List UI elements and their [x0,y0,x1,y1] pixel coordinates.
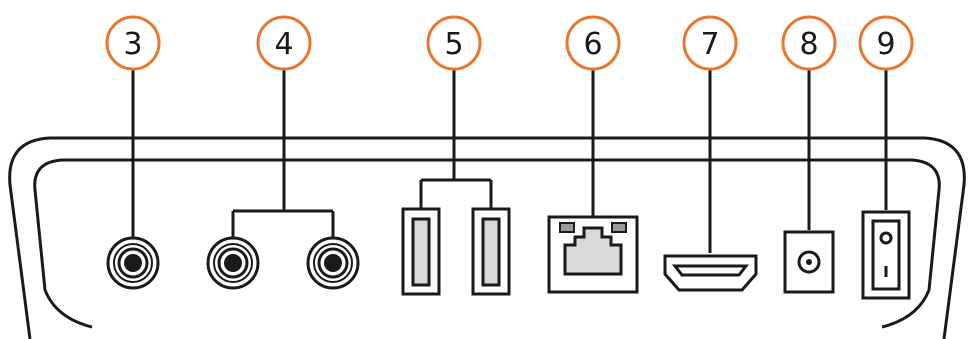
callout-label-8: 8 [799,27,818,62]
leader-line-5 [419,70,493,208]
av-jack-icon [106,236,160,290]
callout-9: 9 [858,15,914,71]
callout-label-7: 7 [700,27,719,62]
callout-label-3: 3 [123,27,142,62]
callout-label-5: 5 [444,27,463,62]
leader-line-4 [231,70,335,240]
callout-4: 4 [256,15,312,71]
callout-label-4: 4 [274,27,293,62]
callout-8: 8 [781,15,837,71]
ethernet-led-right [611,222,627,233]
leader-lines [131,70,888,253]
hdmi-port-icon [663,254,758,292]
callout-5: 5 [426,15,482,71]
power-switch-off-mark [879,231,893,245]
dc-power-jack-icon [783,230,835,294]
ethernet-port-icon [547,215,639,294]
callout-7: 7 [682,15,738,71]
callout-label-9: 9 [876,27,895,62]
device-outer-shell [8,136,966,339]
ethernet-led-left [559,222,575,233]
usb-port-1-icon [401,207,441,296]
device-inner-panel [33,158,941,329]
callout-label-6: 6 [583,27,602,62]
callouts: 3 4 5 6 7 8 9 [105,15,914,71]
rca-jack-left-icon [206,236,260,290]
callout-3: 3 [105,15,161,71]
rca-jack-right-icon [306,236,360,290]
usb-port-2-icon [471,207,511,296]
callout-6: 6 [565,15,621,71]
power-switch-icon [861,210,911,300]
